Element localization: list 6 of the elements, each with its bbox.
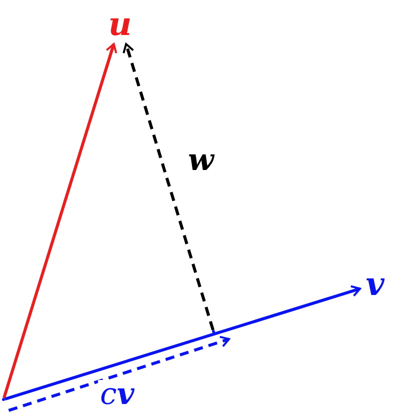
vector-label: u — [106, 4, 134, 44]
arrow — [4, 285, 361, 400]
vector-label: v — [360, 266, 390, 302]
arrow — [8, 336, 230, 412]
arrow — [2, 43, 118, 398]
arrow — [122, 43, 214, 330]
